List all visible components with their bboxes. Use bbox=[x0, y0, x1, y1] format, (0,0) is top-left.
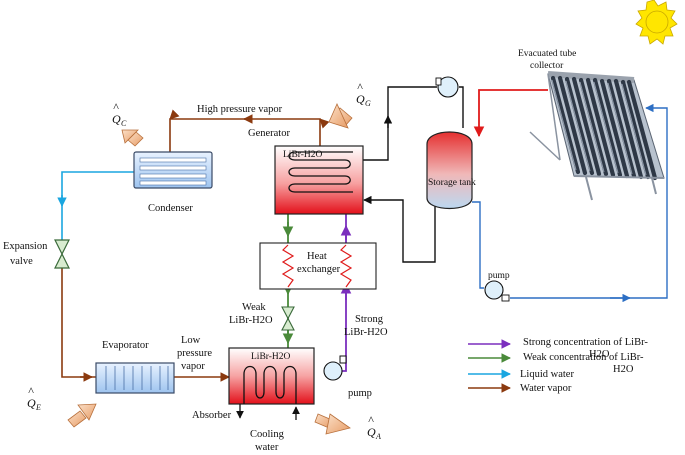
svg-text:Weak concentration of LiBr-: Weak concentration of LiBr- bbox=[523, 352, 644, 363]
svg-text:C: C bbox=[121, 119, 127, 128]
high-pressure-vapor-label: High pressure vapor bbox=[197, 104, 283, 115]
svg-text:^: ^ bbox=[28, 384, 34, 398]
svg-text:Water vapor: Water vapor bbox=[520, 383, 572, 394]
generator-fluid-label: LiBr-H2O bbox=[283, 150, 323, 160]
absorber-fluid-label: LiBr-H2O bbox=[251, 352, 291, 362]
svg-text:A: A bbox=[375, 432, 381, 441]
qe-heat-arrow bbox=[67, 403, 97, 428]
svg-text:Q: Q bbox=[367, 425, 376, 439]
svg-text:Strong concentration of LiBr-: Strong concentration of LiBr- bbox=[523, 337, 648, 348]
condenser-label: Condenser bbox=[148, 203, 193, 214]
hot-water-return-line bbox=[363, 195, 436, 263]
qc-heat-arrow bbox=[121, 129, 144, 147]
svg-text:^: ^ bbox=[368, 413, 374, 427]
tank-pump bbox=[435, 76, 459, 98]
expansion-valve-label-1: Expansion bbox=[3, 241, 48, 252]
qg-label: Q ^ G bbox=[356, 80, 371, 108]
heat-exchanger bbox=[259, 242, 377, 290]
low-pressure-label-1: Low bbox=[181, 335, 201, 346]
weak-label-1: Weak bbox=[242, 302, 266, 313]
collector-pump bbox=[484, 280, 510, 302]
svg-text:Q: Q bbox=[356, 92, 365, 106]
storage-tank-label: Storage tank bbox=[428, 178, 476, 188]
strong-solution-line bbox=[329, 214, 347, 372]
svg-text:Q: Q bbox=[112, 112, 121, 126]
generator-label: Generator bbox=[248, 128, 290, 139]
absorber-coil bbox=[243, 365, 297, 404]
strong-label-2: LiBr-H2O bbox=[344, 327, 388, 338]
hot-water-supply-line bbox=[353, 86, 437, 161]
absorber bbox=[228, 347, 315, 405]
qa-label: Q ^ A bbox=[367, 413, 381, 441]
collector-label-2: collector bbox=[530, 61, 564, 71]
svg-text:Liquid water: Liquid water bbox=[520, 369, 574, 380]
svg-text:H2O: H2O bbox=[613, 364, 634, 375]
expansion-valve bbox=[54, 239, 70, 269]
sun-icon bbox=[635, 0, 678, 45]
svg-text:^: ^ bbox=[357, 80, 363, 94]
generator bbox=[274, 145, 364, 215]
svg-text:H2O: H2O bbox=[589, 349, 610, 360]
cooling-water-label-1: Cooling bbox=[250, 429, 285, 440]
expansion-valve-label-2: valve bbox=[10, 256, 33, 267]
legend-item-strong: Strong concentration of LiBr- H2O bbox=[468, 337, 648, 360]
collector-pump-label: pump bbox=[488, 271, 510, 281]
evaporator bbox=[95, 362, 175, 394]
svg-text:G: G bbox=[365, 99, 371, 108]
weak-label-2: LiBr-H2O bbox=[229, 315, 273, 326]
low-pressure-label-2: pressure bbox=[177, 348, 212, 359]
qe-label: Q ^ E bbox=[27, 384, 41, 412]
liquid-water-line bbox=[61, 171, 134, 240]
qg-heat-arrow bbox=[328, 103, 353, 129]
evacuated-tube-collector bbox=[529, 71, 665, 201]
collector-cold-line bbox=[472, 201, 484, 289]
collector-label-1: Evacuated tube bbox=[518, 49, 576, 59]
heat-exchanger-label-2: exchanger bbox=[297, 264, 341, 275]
qc-label: Q ^ C bbox=[112, 100, 127, 128]
evaporator-label: Evaporator bbox=[102, 340, 149, 351]
svg-text:E: E bbox=[35, 403, 41, 412]
absorber-label: Absorber bbox=[192, 410, 232, 421]
cooling-water-label-2: water bbox=[255, 442, 279, 453]
strong-label-1: Strong bbox=[355, 314, 384, 325]
condenser bbox=[133, 151, 213, 189]
collector-hot-line bbox=[473, 89, 548, 138]
generator-coil bbox=[288, 151, 353, 193]
storage-tank bbox=[426, 131, 473, 209]
qa-heat-arrow bbox=[314, 413, 351, 435]
heat-exchanger-label-1: Heat bbox=[307, 251, 327, 262]
svg-text:Q: Q bbox=[27, 396, 36, 410]
low-pressure-label-3: vapor bbox=[181, 361, 205, 372]
low-pressure-water-line bbox=[61, 268, 96, 378]
solution-valve bbox=[281, 306, 295, 331]
solution-pump bbox=[323, 355, 347, 381]
legend: Strong concentration of LiBr- H2O Weak c… bbox=[468, 337, 648, 394]
legend-item-water-vapor: Water vapor bbox=[468, 383, 572, 394]
legend-item-weak: Weak concentration of LiBr- H2O bbox=[468, 352, 644, 375]
legend-item-liquid-water: Liquid water bbox=[468, 369, 574, 380]
svg-text:^: ^ bbox=[113, 100, 119, 114]
solution-pump-label: pump bbox=[348, 388, 372, 399]
